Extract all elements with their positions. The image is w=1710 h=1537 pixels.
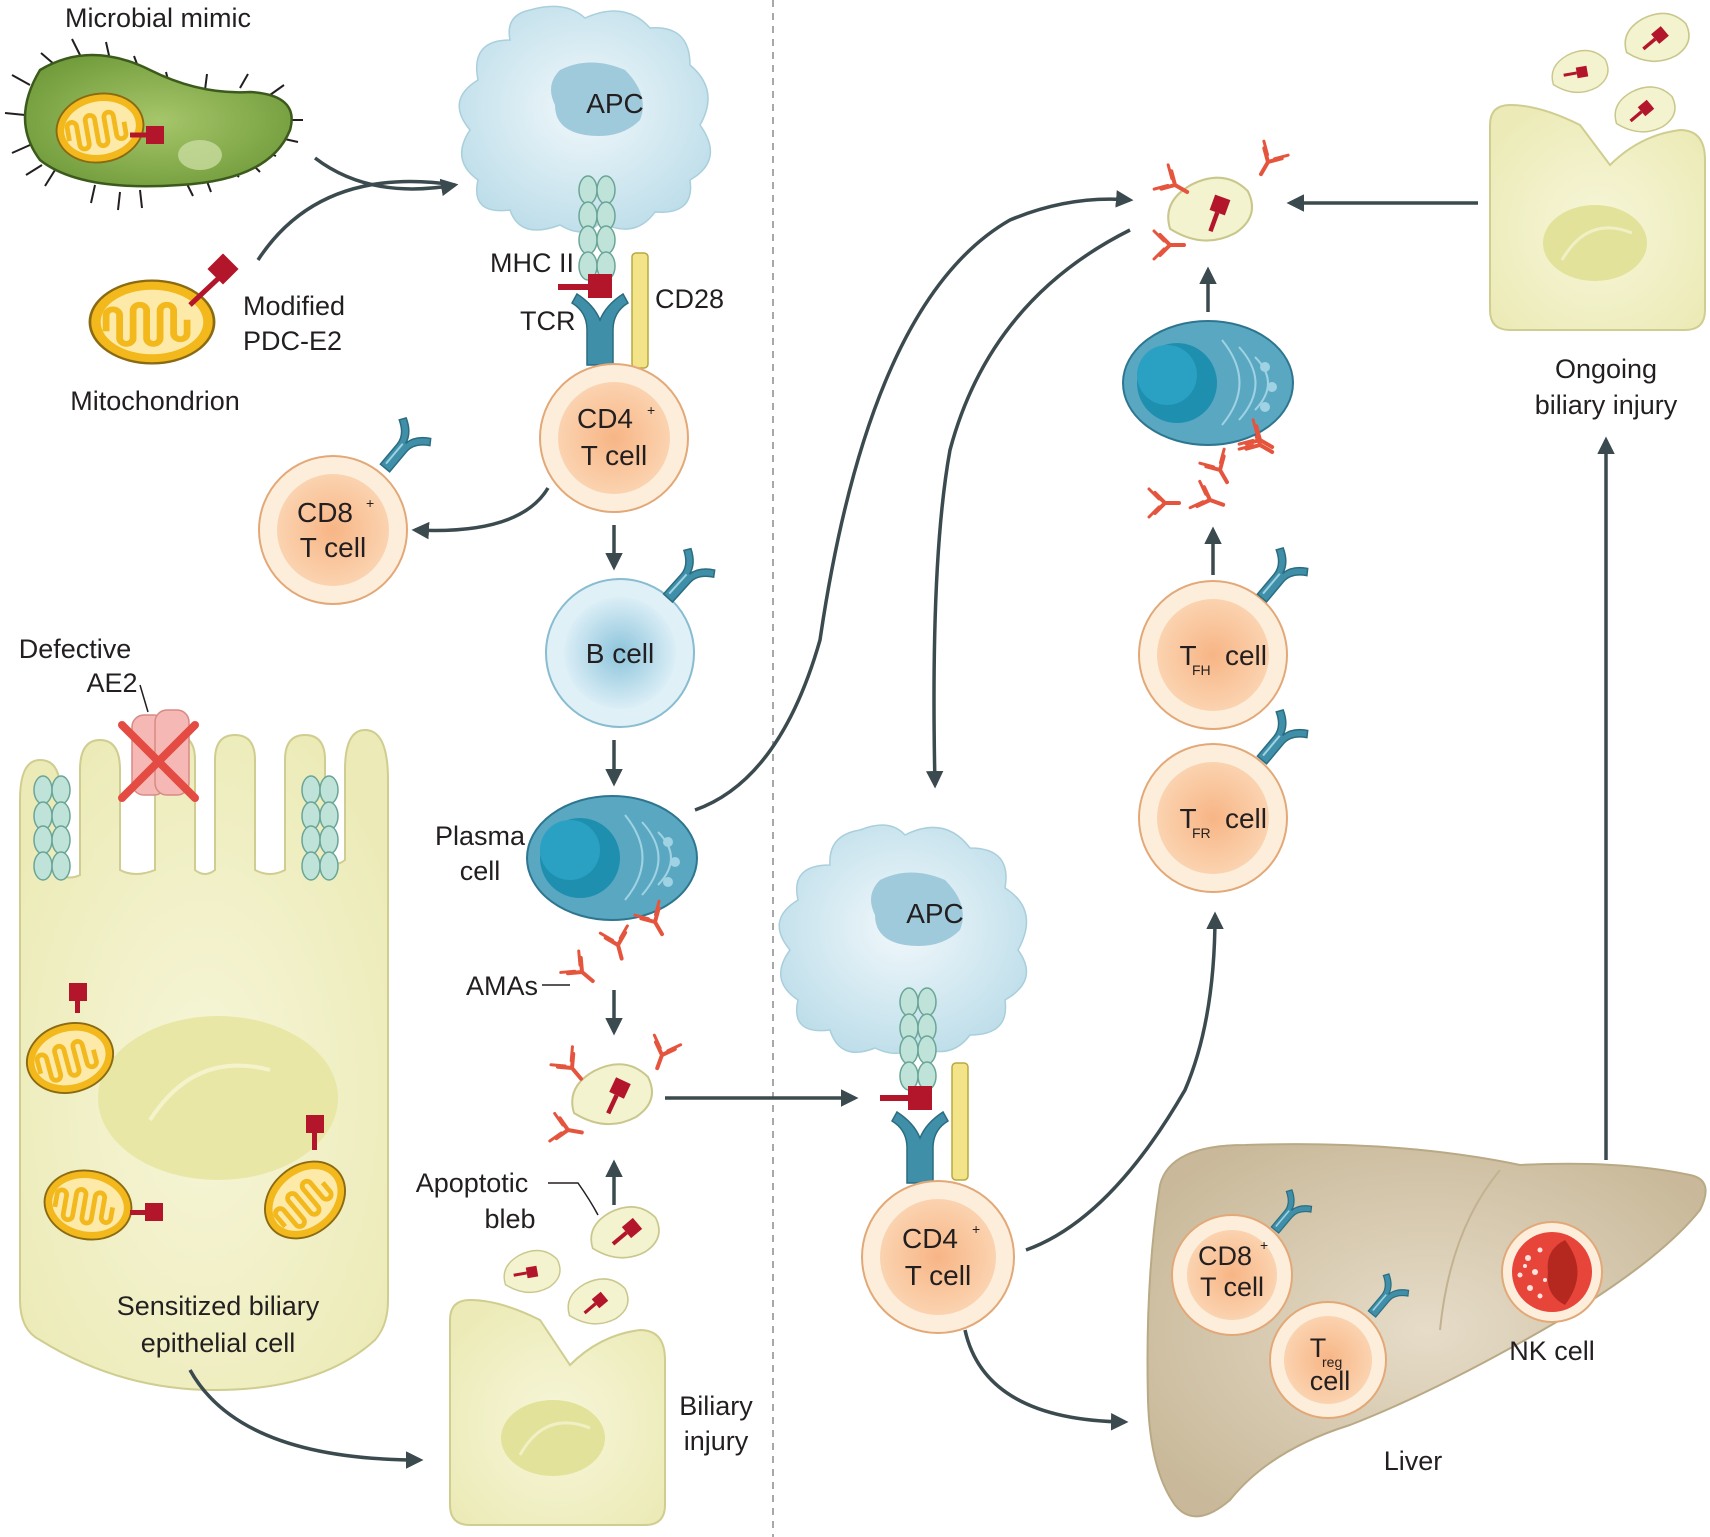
arrow-cd4-to-cd8 — [411, 487, 550, 540]
svg-text:cell: cell — [1225, 803, 1267, 834]
mitochondrion-label: Mitochondrion — [70, 386, 240, 416]
microbial-mimic: Microbial mimic — [4, 3, 303, 211]
svg-text:bleb: bleb — [484, 1204, 535, 1234]
svg-text:NK cell: NK cell — [1509, 1336, 1595, 1366]
svg-text:T: T — [1179, 640, 1196, 671]
tfh-cell: T FH cell — [1138, 544, 1312, 730]
svg-text:T cell: T cell — [300, 532, 366, 563]
svg-text:CD4: CD4 — [902, 1223, 958, 1254]
cd28-label: CD28 — [655, 284, 724, 314]
bleb-with-amas-top — [1152, 139, 1291, 261]
svg-text:CD4: CD4 — [577, 403, 633, 434]
tcr-right — [890, 1110, 950, 1184]
svg-text:CD8: CD8 — [297, 497, 353, 528]
svg-text:cell: cell — [1225, 640, 1267, 671]
svg-text:T: T — [1310, 1333, 1327, 1363]
svg-text:Ongoing: Ongoing — [1555, 354, 1657, 384]
cell-label: cell — [460, 856, 501, 886]
svg-text:T cell: T cell — [905, 1260, 971, 1291]
tcr-label: TCR — [520, 306, 576, 336]
svg-text:+: + — [647, 402, 655, 418]
cd8-t-cell-left: CD8 + T cell — [258, 414, 435, 605]
cd4-t-cell-top: CD4 + T cell — [539, 363, 689, 513]
apoptotic-bleb: Apoptotic bleb — [416, 1168, 660, 1259]
ae2-label: AE2 — [86, 668, 137, 698]
svg-text:cell: cell — [1310, 1366, 1351, 1396]
pdc-e2-presented-right — [880, 1086, 932, 1110]
cd28-top — [631, 252, 649, 369]
svg-text:T cell: T cell — [581, 440, 647, 471]
b-cell: B cell — [545, 544, 719, 728]
treg-cell-liver: T reg cell — [1269, 1271, 1412, 1419]
tcr-top — [570, 292, 630, 366]
apc-right: APC — [778, 824, 1028, 1054]
svg-text:B cell: B cell — [586, 638, 654, 669]
arrow-microbe-to-apc — [313, 156, 459, 197]
nk-cell: NK cell — [1501, 1221, 1603, 1366]
svg-text:Apoptotic: Apoptotic — [416, 1168, 529, 1198]
sensitized-biliary-label: Sensitized biliary — [117, 1291, 320, 1321]
pdc-e2-presented-top — [558, 274, 612, 298]
cd8-t-cell-liver: CD8 + T cell — [1171, 1187, 1315, 1336]
svg-text:FH: FH — [1192, 662, 1211, 678]
arrow-plasma-to-top-bleb — [694, 190, 1134, 812]
modified-label: Modified — [243, 291, 345, 321]
pdc-e2-label: PDC-E2 — [243, 326, 342, 356]
amas-label: AMAs — [466, 971, 538, 1001]
plasma-cell-right — [1122, 320, 1294, 462]
arrow-cd4-to-tfr — [1025, 911, 1224, 1252]
svg-text:T cell: T cell — [1200, 1272, 1264, 1302]
arrow-epithelial-to-injury — [188, 1369, 424, 1469]
defective-label: Defective — [19, 634, 132, 664]
svg-text:reg: reg — [1322, 1354, 1342, 1370]
apc-top: APC — [458, 5, 712, 233]
svg-text:Liver: Liver — [1384, 1446, 1443, 1476]
svg-text:FR: FR — [1192, 825, 1211, 841]
biliary-injury-cell: Biliary injury — [449, 1298, 753, 1526]
cd28-right — [951, 1062, 969, 1181]
sensitized-biliary-epithelial-cell — [19, 728, 389, 1392]
mitochondrion: Modified PDC-E2 Mitochondrion — [70, 253, 345, 416]
epithelial-cell-label: epithelial cell — [141, 1328, 296, 1358]
tfr-cell: T FR cell — [1138, 706, 1312, 893]
svg-text:biliary injury: biliary injury — [1535, 390, 1678, 420]
cd4-t-cell-right: CD4 + T cell — [861, 1180, 1015, 1334]
svg-text:Biliary: Biliary — [679, 1391, 753, 1421]
amas: AMAs — [466, 899, 677, 1001]
microbial-mimic-label: Microbial mimic — [65, 3, 251, 33]
defective-ae2: Defective AE2 — [19, 634, 199, 802]
bleb-with-amas-left — [547, 1033, 683, 1149]
svg-text:CD8: CD8 — [1198, 1241, 1252, 1271]
ongoing-biliary-injury-cell: Ongoing biliary injury — [1489, 12, 1706, 420]
svg-text:T: T — [1179, 803, 1196, 834]
plasma-cell: Plasma cell — [435, 795, 698, 921]
svg-text:+: + — [366, 495, 374, 511]
arrow-mito-to-apc — [256, 179, 456, 261]
svg-text:+: + — [1260, 1237, 1268, 1253]
mhc-ii-label: MHC II — [490, 248, 574, 278]
apc-top-label: APC — [586, 88, 644, 119]
svg-text:APC: APC — [906, 898, 964, 929]
svg-text:injury: injury — [684, 1426, 749, 1456]
arrow-top-bleb-to-apc — [925, 228, 1131, 789]
plasma-label: Plasma — [435, 821, 526, 851]
svg-text:+: + — [972, 1221, 980, 1237]
arrow-cd4-to-liver — [963, 1329, 1129, 1431]
